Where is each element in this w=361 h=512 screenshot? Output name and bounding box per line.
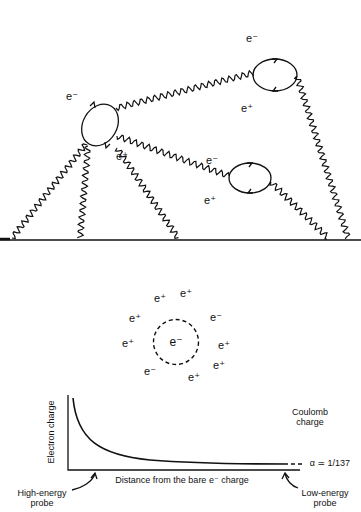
- loop-arrow: [105, 142, 110, 148]
- photon-line: [115, 148, 178, 238]
- particle-label: e⁻: [144, 365, 156, 377]
- loop-arrow: [90, 102, 95, 108]
- loop-top: [253, 59, 297, 91]
- photon-line: [116, 71, 254, 111]
- charge-curve: [73, 398, 288, 464]
- loop-arrow: [272, 59, 277, 63]
- probe-label: High-energy probe: [9, 489, 75, 509]
- particle-label: e⁺: [129, 312, 141, 324]
- particle-label: e⁺: [122, 337, 134, 349]
- axes: [68, 395, 300, 470]
- loop-arrow: [273, 87, 278, 91]
- particle-label: e⁺: [204, 194, 216, 206]
- particle-label: e⁺: [116, 150, 128, 162]
- particle-label: e⁻: [66, 90, 78, 102]
- dashed-circle: e⁻: [152, 318, 200, 366]
- axis-label: Distance from the bare e⁻ charge: [115, 476, 248, 486]
- loop-arrow: [247, 163, 252, 167]
- particle-label: e⁻: [169, 335, 182, 349]
- photon-line: [12, 144, 87, 239]
- electron-line-end: [0, 238, 10, 241]
- curve-label: Coulomb charge: [281, 408, 339, 428]
- particle-label: e⁺: [218, 339, 230, 351]
- particle-label: e⁻: [246, 32, 258, 44]
- photon-line: [77, 146, 90, 238]
- particle-label: e⁻: [210, 311, 222, 323]
- particle-label: e⁻: [206, 154, 218, 166]
- photon-line: [270, 182, 327, 239]
- loop-right: [229, 163, 271, 193]
- arrowhead: [91, 473, 97, 479]
- probe-label: Low-energy probe: [294, 489, 356, 509]
- axis-label: Electron charge: [47, 400, 57, 463]
- value-label: α ≃ 1/137: [310, 459, 350, 469]
- arrowhead: [282, 473, 289, 479]
- particle-label: e⁺: [154, 292, 166, 304]
- particle-label: e⁺: [241, 102, 253, 114]
- loop-arrow: [248, 189, 253, 193]
- particle-label: e⁺: [180, 287, 192, 299]
- dashed-asymptote: [291, 463, 302, 464]
- particle-label: e⁺: [213, 359, 225, 371]
- particle-label: e⁺: [188, 371, 200, 383]
- electron-line: [0, 239, 361, 240]
